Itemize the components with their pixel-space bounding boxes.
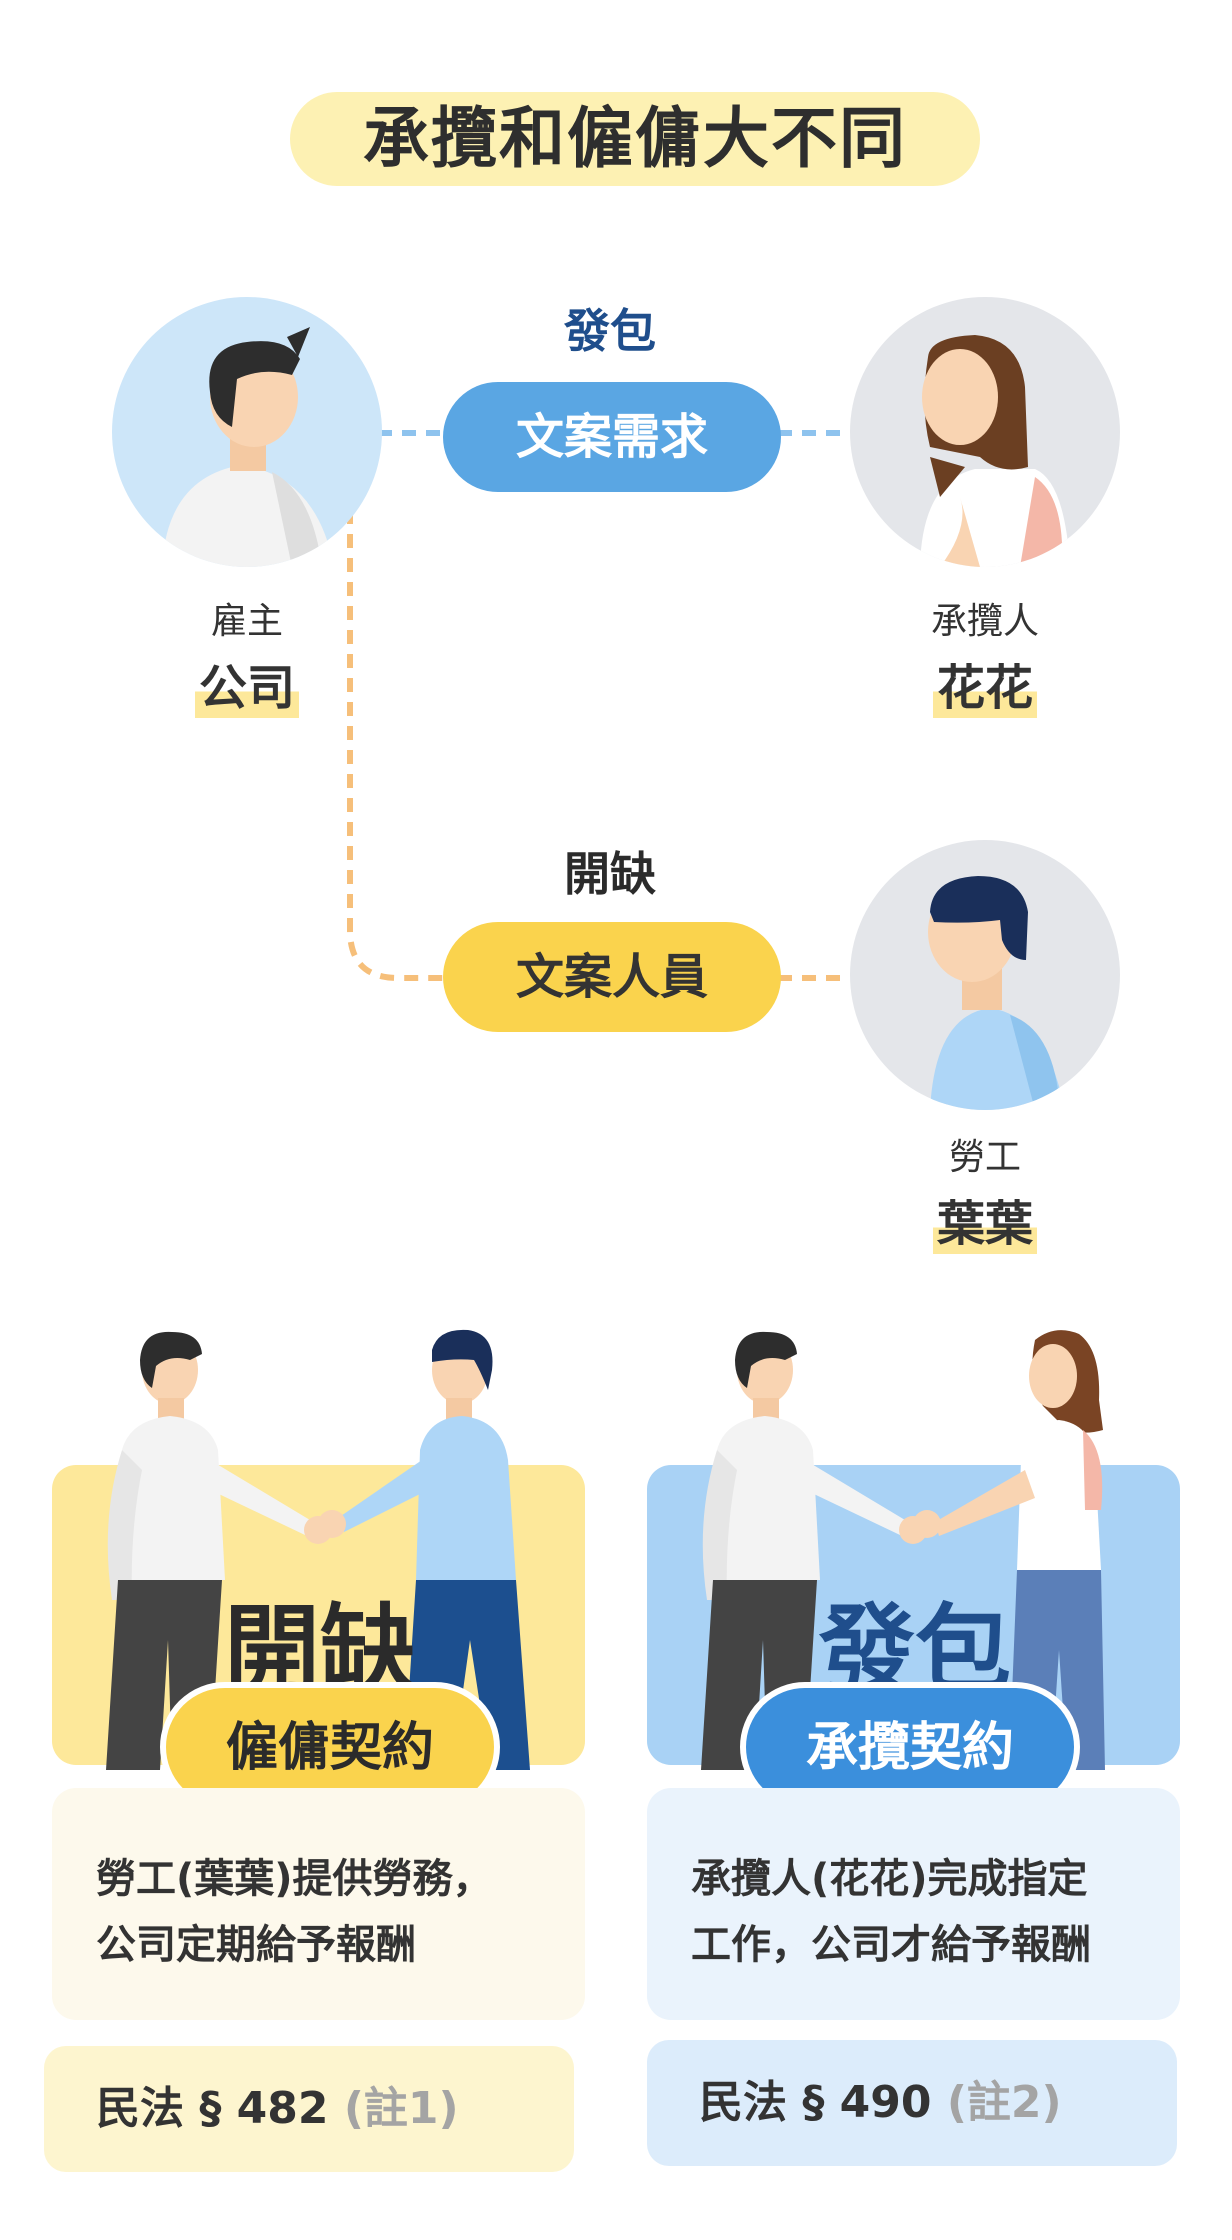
- worker-role: 勞工: [948, 1137, 1021, 1178]
- contractor-name-wrap: 花花: [885, 648, 1085, 718]
- employment-law: 民法 § 482 (註1): [44, 2046, 574, 2172]
- title-highlight: [290, 92, 980, 186]
- dispatch-action-label: 發包: [564, 304, 656, 358]
- employment-description: 勞工(葉葉)提供勞務， 公司定期給予報酬: [52, 1788, 585, 2020]
- employment-note: (註1): [343, 2083, 459, 2134]
- employer-name: 公司: [194, 648, 299, 718]
- employment-desc-line2: 公司定期給予報酬: [96, 1922, 416, 1968]
- contractor-name: 花花: [932, 648, 1037, 718]
- hire-line: [347, 510, 445, 981]
- worker-name-wrap: 葉葉: [885, 1184, 1085, 1254]
- contract-law-text: 民法 § 490: [699, 2077, 932, 2128]
- connector-lines: [347, 430, 850, 981]
- employer-name-wrap: 公司: [147, 648, 347, 718]
- contractor-role: 承攬人: [930, 601, 1039, 642]
- hire-action-label: 開缺: [564, 847, 656, 901]
- employment-law-text: 民法 § 482: [96, 2083, 329, 2134]
- hire-pill: 文案人員: [443, 922, 781, 1032]
- employer-avatar: [112, 297, 382, 567]
- page-title: 承攬和僱傭大不同: [363, 100, 907, 177]
- worker-avatar: [850, 840, 1120, 1110]
- contract-law: 民法 § 490 (註2): [647, 2040, 1177, 2166]
- worker-name: 葉葉: [932, 1184, 1037, 1254]
- contract-note: (註2): [946, 2077, 1062, 2128]
- dispatch-pill: 文案需求: [443, 382, 781, 492]
- contract-desc-line2: 工作，公司才給予報酬: [691, 1922, 1091, 1968]
- contract-desc-line1: 承攬人(花花)完成指定: [691, 1856, 1088, 1902]
- employer-role: 雇主: [210, 601, 283, 642]
- contract-description: 承攬人(花花)完成指定 工作，公司才給予報酬: [647, 1788, 1180, 2020]
- contractor-avatar: [850, 297, 1120, 567]
- handshake-employer-contractor-illustration: [701, 1330, 1105, 1770]
- employment-desc-line1: 勞工(葉葉)提供勞務，: [96, 1856, 493, 1902]
